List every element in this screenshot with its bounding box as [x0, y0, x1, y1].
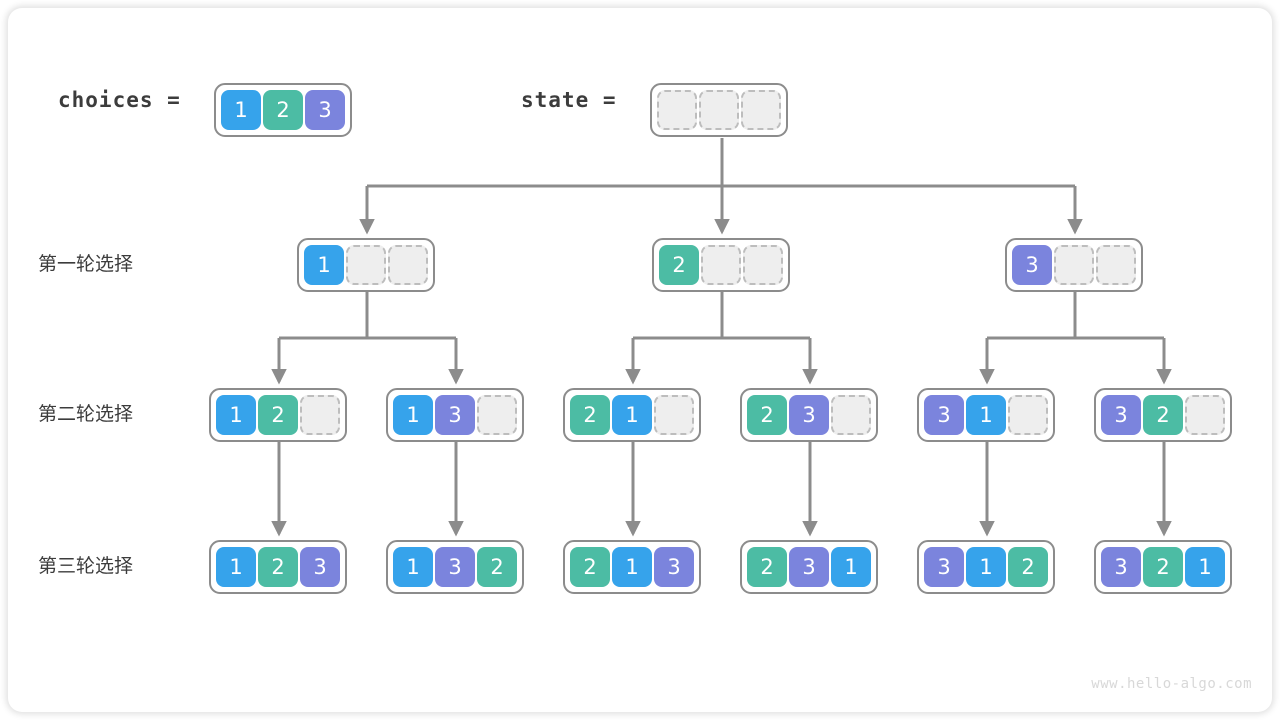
r2n3-cell-0: 2: [570, 395, 610, 435]
r3n4-cell-1: 3: [789, 547, 829, 587]
state-label: state =: [521, 88, 617, 112]
row-label-round-3: 第三轮选择: [38, 555, 134, 577]
r2n2-cell-1: 3: [435, 395, 475, 435]
choices-cell-1: 2: [263, 90, 303, 130]
r3n2-cell-1: 3: [435, 547, 475, 587]
r3n6-cell-1: 2: [1143, 547, 1183, 587]
r3n3-cell-0: 2: [570, 547, 610, 587]
choices-cell-0: 1: [221, 90, 261, 130]
r1n2-cell-0: 2: [659, 245, 699, 285]
r3n1-cell-0: 1: [216, 547, 256, 587]
r2n1-cell-1: 2: [258, 395, 298, 435]
r2n4-cell-2: [831, 395, 871, 435]
state-cell-1: [699, 90, 739, 130]
r2n2-cell-0: 1: [393, 395, 433, 435]
r2n5-cell-2: [1008, 395, 1048, 435]
r2n4-cell-1: 3: [789, 395, 829, 435]
state-cell-0: [657, 90, 697, 130]
r2n3-cell-1: 1: [612, 395, 652, 435]
tree-node-r1-3: 3: [1005, 238, 1143, 292]
row-label-round-1: 第一轮选择: [38, 253, 134, 275]
r1n1-cell-2: [388, 245, 428, 285]
choices-cell-2: 3: [305, 90, 345, 130]
state-cell-2: [741, 90, 781, 130]
r3n5-cell-1: 1: [966, 547, 1006, 587]
r3n2-cell-2: 2: [477, 547, 517, 587]
r3n6-cell-0: 3: [1101, 547, 1141, 587]
r3n3-cell-2: 3: [654, 547, 694, 587]
r2n1-cell-0: 1: [216, 395, 256, 435]
r2n1-cell-2: [300, 395, 340, 435]
choices-label: choices =: [58, 88, 181, 112]
r1n1-cell-1: [346, 245, 386, 285]
tree-node-r1-1: 1: [297, 238, 435, 292]
r3n5-cell-2: 2: [1008, 547, 1048, 587]
r3n2-cell-0: 1: [393, 547, 433, 587]
diagram-frame: [8, 8, 1272, 712]
r3n4-cell-0: 2: [747, 547, 787, 587]
r2n6-cell-0: 3: [1101, 395, 1141, 435]
r1n3-cell-0: 3: [1012, 245, 1052, 285]
r2n3-cell-2: [654, 395, 694, 435]
tree-node-r1-2: 2: [652, 238, 790, 292]
r2n5-cell-0: 3: [924, 395, 964, 435]
r3n1-cell-2: 3: [300, 547, 340, 587]
state-array: [650, 83, 788, 137]
r3n1-cell-1: 2: [258, 547, 298, 587]
watermark: www.hello-algo.com: [1091, 676, 1252, 692]
r1n3-cell-2: [1096, 245, 1136, 285]
r2n5-cell-1: 1: [966, 395, 1006, 435]
r2n6-cell-2: [1185, 395, 1225, 435]
r1n2-cell-1: [701, 245, 741, 285]
r3n5-cell-0: 3: [924, 547, 964, 587]
r2n2-cell-2: [477, 395, 517, 435]
r1n3-cell-1: [1054, 245, 1094, 285]
r2n4-cell-0: 2: [747, 395, 787, 435]
r2n6-cell-1: 2: [1143, 395, 1183, 435]
r3n3-cell-1: 1: [612, 547, 652, 587]
row-label-round-2: 第二轮选择: [38, 403, 134, 425]
r1n2-cell-2: [743, 245, 783, 285]
r3n4-cell-2: 1: [831, 547, 871, 587]
r1n1-cell-0: 1: [304, 245, 344, 285]
r3n6-cell-2: 1: [1185, 547, 1225, 587]
